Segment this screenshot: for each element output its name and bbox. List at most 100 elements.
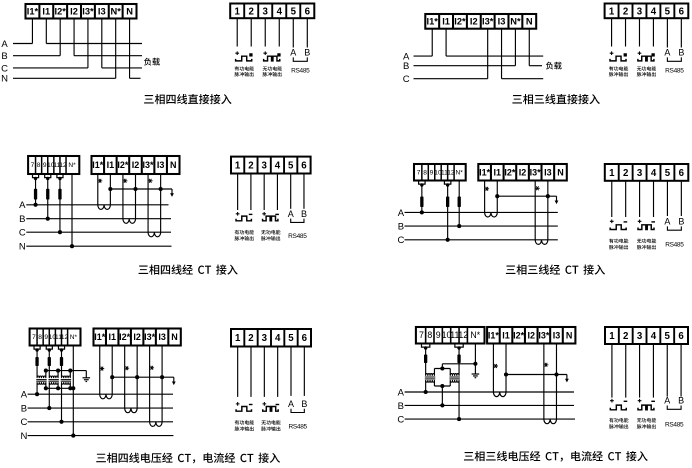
svg-text:7: 7: [419, 330, 424, 340]
svg-text:I3*: I3*: [482, 17, 494, 27]
svg-text:8: 8: [37, 162, 41, 169]
svg-text:1: 1: [235, 160, 241, 171]
svg-text:2: 2: [248, 160, 253, 171]
svg-text:N*: N*: [111, 7, 122, 17]
svg-text:10: 10: [434, 169, 442, 176]
svg-text:I1*: I1*: [94, 332, 106, 342]
svg-text:7: 7: [32, 334, 36, 341]
svg-text:A: A: [290, 48, 296, 58]
svg-text:A: A: [19, 200, 26, 211]
svg-text:7: 7: [417, 169, 421, 176]
svg-text:3: 3: [637, 6, 643, 17]
svg-text:I1*: I1*: [92, 160, 104, 170]
svg-text:6: 6: [305, 6, 311, 17]
svg-text:3: 3: [261, 160, 267, 171]
svg-text:A: A: [288, 399, 294, 409]
svg-text:N: N: [20, 431, 27, 442]
svg-text:RS485: RS485: [665, 68, 684, 75]
svg-text:I1*: I1*: [488, 330, 500, 340]
svg-text:3: 3: [262, 333, 268, 344]
svg-text:I1: I1: [42, 7, 50, 17]
svg-text:B: B: [403, 61, 409, 72]
svg-text:B: B: [304, 48, 310, 58]
svg-text:N*: N*: [470, 330, 480, 340]
svg-text:4: 4: [651, 331, 657, 342]
svg-text:3: 3: [637, 331, 643, 342]
svg-text:1: 1: [235, 333, 241, 344]
svg-text:12: 12: [61, 334, 69, 341]
svg-text:RS485: RS485: [288, 233, 307, 240]
svg-text:9: 9: [43, 162, 47, 169]
svg-text:I3: I3: [553, 330, 561, 340]
svg-text:1: 1: [609, 6, 615, 17]
svg-text:12: 12: [447, 169, 455, 176]
svg-text:B: B: [301, 399, 307, 409]
svg-text:I2*: I2*: [454, 17, 466, 27]
svg-text:5: 5: [665, 331, 671, 342]
svg-text:B: B: [398, 222, 404, 233]
svg-text:C: C: [1, 63, 8, 74]
svg-text:C: C: [19, 228, 26, 239]
svg-text:A: A: [398, 208, 405, 219]
svg-text:B: B: [398, 401, 404, 412]
svg-text:11: 11: [55, 334, 62, 341]
svg-text:N*: N*: [68, 162, 76, 169]
svg-text:1: 1: [609, 331, 615, 342]
svg-text:A: A: [664, 48, 670, 58]
svg-text:I2*: I2*: [504, 167, 516, 177]
svg-text:I2*: I2*: [55, 7, 67, 17]
svg-text:10: 10: [49, 334, 57, 341]
svg-text:N: N: [171, 332, 178, 342]
svg-text:B: B: [19, 214, 25, 225]
svg-text:A: A: [664, 216, 670, 226]
svg-text:I3*: I3*: [143, 160, 155, 170]
svg-text:2: 2: [623, 168, 628, 179]
svg-text:9: 9: [44, 334, 48, 341]
svg-text:1: 1: [235, 6, 241, 17]
svg-text:I1: I1: [494, 167, 502, 177]
svg-text:I3*: I3*: [82, 7, 94, 17]
svg-text:B: B: [678, 396, 684, 406]
svg-text:I3: I3: [544, 167, 552, 177]
svg-text:I3*: I3*: [144, 332, 156, 342]
svg-text:I2: I2: [132, 160, 140, 170]
svg-text:N*: N*: [510, 17, 521, 27]
svg-text:8: 8: [427, 330, 432, 340]
svg-text:5: 5: [291, 6, 297, 17]
svg-text:RS485: RS485: [288, 424, 307, 431]
svg-text:A: A: [21, 390, 28, 401]
svg-text:N: N: [19, 242, 26, 253]
svg-text:11: 11: [53, 162, 60, 169]
svg-text:6: 6: [679, 6, 685, 17]
svg-text:3: 3: [637, 168, 643, 179]
svg-text:8: 8: [38, 334, 42, 341]
svg-text:2: 2: [623, 331, 628, 342]
svg-text:I2: I2: [133, 332, 141, 342]
svg-text:I2*: I2*: [513, 330, 525, 340]
svg-text:2: 2: [249, 6, 254, 17]
svg-text:4: 4: [651, 168, 657, 179]
svg-text:4: 4: [277, 6, 283, 17]
svg-text:B: B: [301, 209, 307, 219]
svg-text:5: 5: [288, 160, 294, 171]
svg-text:5: 5: [288, 333, 294, 344]
svg-text:8: 8: [423, 169, 427, 176]
svg-text:C: C: [397, 235, 404, 246]
svg-text:I2: I2: [519, 167, 527, 177]
svg-text:I3: I3: [157, 160, 165, 170]
svg-text:I3: I3: [498, 17, 506, 27]
svg-text:I2*: I2*: [119, 332, 131, 342]
svg-text:I3*: I3*: [538, 330, 550, 340]
svg-text:C: C: [397, 415, 404, 426]
svg-text:12: 12: [59, 162, 67, 169]
svg-text:I2: I2: [527, 330, 535, 340]
svg-text:N*: N*: [70, 334, 78, 341]
svg-text:6: 6: [678, 331, 684, 342]
svg-text:6: 6: [679, 168, 685, 179]
svg-text:5: 5: [665, 168, 671, 179]
svg-text:4: 4: [275, 160, 281, 171]
svg-text:RS485: RS485: [665, 241, 684, 248]
svg-text:A: A: [664, 396, 670, 406]
svg-text:1: 1: [609, 168, 615, 179]
svg-text:C: C: [20, 417, 27, 428]
